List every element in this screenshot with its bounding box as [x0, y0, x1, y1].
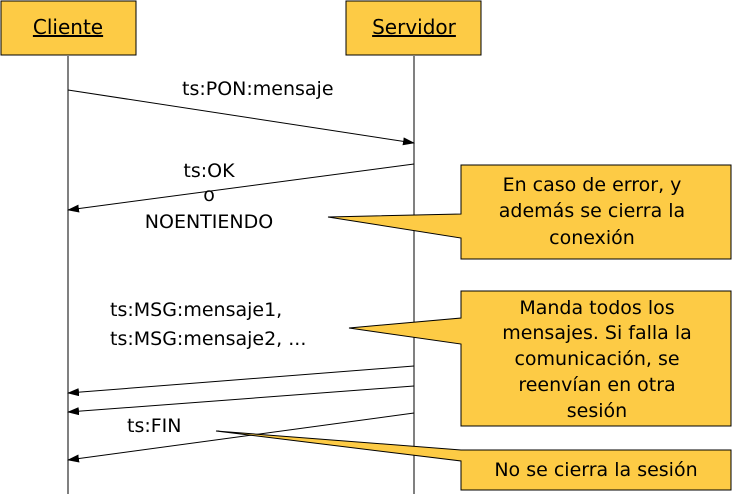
client-actor: Cliente: [0, 0, 137, 56]
send-all-note-callout: [348, 290, 732, 427]
pon-arrow: [67, 89, 415, 146]
client-actor-label: Cliente: [33, 15, 103, 39]
ok-label-line3: NOENTIENDO: [145, 211, 273, 233]
client-actor-box: [0, 0, 137, 56]
no-close-note-line1: No se cierra la sesión: [494, 459, 697, 481]
error-note: En caso de error, y además se cierra la …: [327, 164, 732, 260]
msg-label-line2: ts:MSG:mensaje2, ...: [110, 328, 306, 350]
ok-arrow: [67, 163, 415, 213]
pon-label: ts:PON:mensaje: [182, 78, 334, 100]
send-all-note-line2: mensajes. Si falla la: [502, 322, 692, 344]
send-all-note-line1: Manda todos los: [519, 297, 674, 319]
error-note-line2: además se cierra la: [499, 200, 685, 222]
no-close-note-callout: [215, 430, 732, 491]
send-all-note: Manda todos los mensajes. Si falla la co…: [348, 290, 732, 427]
error-note-callout: [327, 164, 732, 260]
no-close-note: No se cierra la sesión: [215, 430, 732, 491]
ok-label-line2: o: [203, 184, 215, 206]
server-actor: Servidor: [345, 0, 482, 56]
ok-label-line1: ts:OK: [183, 160, 235, 182]
server-actor-box: [345, 0, 482, 56]
send-all-note-line3: comunicación, se: [514, 348, 679, 370]
fin-arrow: [67, 412, 415, 463]
fin-label: ts:FIN: [127, 415, 182, 437]
msg-label-line1: ts:MSG:mensaje1,: [110, 299, 282, 321]
msg2-arrow: [67, 385, 415, 416]
error-note-line1: En caso de error, y: [503, 174, 682, 196]
msg1-arrow: [67, 365, 415, 397]
error-note-line3: conexión: [549, 227, 635, 249]
send-all-note-line4: reenvían en otra: [518, 374, 675, 396]
server-actor-label: Servidor: [372, 15, 457, 39]
send-all-note-line5: sesión: [567, 400, 627, 422]
